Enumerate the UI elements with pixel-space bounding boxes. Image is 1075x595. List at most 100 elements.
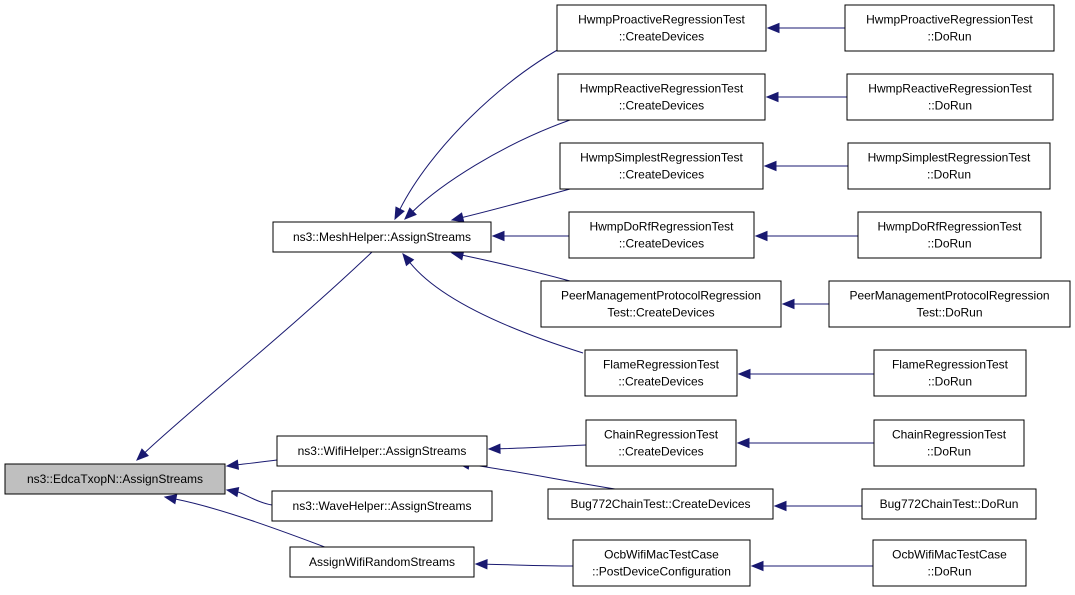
node-box — [547, 488, 774, 520]
edge-peer_run-to-peer_cd — [781, 298, 830, 310]
node-flame-cd[interactable]: FlameRegressionTest::CreateDevices — [584, 349, 738, 397]
node-box — [873, 349, 1027, 397]
edge-hwmp_pro_cd-to-mesh_helper — [394, 42, 571, 221]
arrowhead-icon — [404, 207, 417, 220]
node-label: ns3::MeshHelper::AssignStreams — [293, 230, 471, 244]
edge-chain_cd-to-wifi_helper — [487, 443, 587, 454]
node-ocb-run[interactable]: OcbWifiMacTestCase::DoRun — [872, 539, 1027, 587]
node-label: ::CreateDevices — [619, 237, 704, 251]
arrowhead-icon — [754, 230, 768, 242]
node-label: HwmpDoRfRegressionTest — [877, 220, 1022, 234]
edge-flame_run-to-flame_cd — [737, 368, 875, 380]
node-assign-random[interactable]: AssignWifiRandomStreams — [289, 546, 475, 578]
node-box — [276, 435, 488, 467]
arrowhead-icon — [450, 212, 465, 223]
node-box — [861, 488, 1037, 520]
node-label: PeerManagementProtocolRegression — [561, 289, 761, 303]
arrowhead-icon — [225, 486, 240, 498]
edge-hwmp_dorf_cd-to-mesh_helper — [491, 230, 569, 242]
node-label: ns3::WifiHelper::AssignStreams — [298, 444, 467, 458]
arrowhead-icon — [781, 298, 795, 310]
node-label: ::CreateDevices — [618, 375, 703, 389]
node-label: OcbWifiMacTestCase — [604, 548, 719, 562]
node-hwmp-pro-cd[interactable]: HwmpProactiveRegressionTest::CreateDevic… — [556, 4, 767, 52]
node-label: ::CreateDevices — [618, 445, 703, 459]
node-label: FlameRegressionTest — [603, 358, 720, 372]
node-label: ::DoRun — [927, 168, 971, 182]
node-label: ns3::EdcaTxopN::AssignStreams — [27, 472, 203, 486]
node-label: Test::DoRun — [916, 306, 982, 320]
edge-hwmp_sim_cd-to-mesh_helper — [450, 188, 571, 223]
node-box — [873, 419, 1025, 467]
node-box — [584, 349, 738, 397]
edge-chain_run-to-chain_cd — [736, 437, 874, 449]
edge-line — [412, 119, 571, 212]
node-label: OcbWifiMacTestCase — [892, 548, 1007, 562]
node-box — [556, 4, 767, 52]
arrowhead-icon — [487, 443, 501, 454]
arrowhead-icon — [763, 160, 777, 172]
node-hwmp-pro-run[interactable]: HwmpProactiveRegressionTest::DoRun — [844, 4, 1055, 52]
edge-ocb_run-to-ocb_pdc — [750, 560, 874, 572]
node-flame-run[interactable]: FlameRegressionTest::DoRun — [873, 349, 1027, 397]
node-chain-cd[interactable]: ChainRegressionTest::CreateDevices — [585, 419, 737, 467]
node-root[interactable]: ns3::EdcaTxopN::AssignStreams — [4, 463, 226, 495]
node-box — [559, 142, 764, 190]
node-peer-cd[interactable]: PeerManagementProtocolRegressionTest::Cr… — [540, 280, 782, 328]
arrowhead-icon — [491, 230, 505, 242]
node-hwmp-sim-cd[interactable]: HwmpSimplestRegressionTest::CreateDevice… — [559, 142, 764, 190]
node-ocb-pdc[interactable]: OcbWifiMacTestCase::PostDeviceConfigurat… — [572, 539, 751, 587]
node-chain-run[interactable]: ChainRegressionTest::DoRun — [873, 419, 1025, 467]
node-hwmp-sim-run[interactable]: HwmpSimplestRegressionTest::DoRun — [847, 142, 1051, 190]
node-label: ChainRegressionTest — [892, 428, 1007, 442]
arrowhead-icon — [737, 368, 751, 380]
edge-bug_run-to-bug_cd — [773, 500, 862, 512]
node-label: ::DoRun — [927, 30, 971, 44]
node-hwmp-dorf-run[interactable]: HwmpDoRfRegressionTest::DoRun — [857, 211, 1042, 259]
node-box — [289, 546, 475, 578]
node-wifi-helper[interactable]: ns3::WifiHelper::AssignStreams — [276, 435, 488, 467]
node-label: AssignWifiRandomStreams — [309, 555, 455, 569]
edge-hwmp_pro_run-to-hwmp_pro_cd — [766, 22, 845, 34]
arrowhead-icon — [736, 437, 750, 449]
node-box — [847, 142, 1051, 190]
node-hwmp-dorf-cd[interactable]: HwmpDoRfRegressionTest::CreateDevices — [568, 211, 755, 259]
node-box — [872, 539, 1027, 587]
node-bug-cd[interactable]: Bug772ChainTest::CreateDevices — [547, 488, 774, 520]
node-label: PeerManagementProtocolRegression — [849, 289, 1049, 303]
edge-wave_helper-to-root — [225, 486, 273, 506]
arrowhead-icon — [225, 459, 240, 470]
node-box — [568, 211, 755, 259]
edge-wifi_helper-to-root — [225, 459, 278, 470]
node-label: ::CreateDevices — [619, 168, 704, 182]
edge-line — [462, 254, 571, 282]
node-hwmp-rea-cd[interactable]: HwmpReactiveRegressionTest::CreateDevice… — [557, 73, 766, 121]
edge-line — [237, 459, 278, 466]
node-hwmp-rea-run[interactable]: HwmpReactiveRegressionTest::DoRun — [846, 73, 1054, 121]
arrowhead-icon — [766, 22, 780, 34]
node-label: HwmpProactiveRegressionTest — [866, 13, 1033, 27]
node-label: ns3::WaveHelper::AssignStreams — [293, 499, 472, 513]
arrowhead-icon — [394, 206, 405, 221]
edge-line — [237, 491, 273, 506]
node-label: ::DoRun — [927, 445, 971, 459]
node-mesh-helper[interactable]: ns3::MeshHelper::AssignStreams — [272, 221, 492, 253]
edge-layer — [136, 22, 875, 572]
arrowhead-icon — [402, 252, 415, 267]
node-label: HwmpProactiveRegressionTest — [578, 13, 745, 27]
edge-hwmp_rea_run-to-hwmp_rea_cd — [765, 91, 848, 103]
arrowhead-icon — [474, 559, 488, 570]
node-wave-helper[interactable]: ns3::WaveHelper::AssignStreams — [271, 490, 493, 522]
arrowhead-icon — [765, 91, 779, 103]
edge-line — [175, 498, 331, 550]
edge-mesh_helper-to-root — [136, 251, 373, 461]
edge-peer_cd-to-mesh_helper — [450, 250, 571, 282]
node-label: ::PostDeviceConfiguration — [592, 565, 731, 579]
node-box — [857, 211, 1042, 259]
node-label: ::CreateDevices — [619, 30, 704, 44]
node-bug-run[interactable]: Bug772ChainTest::DoRun — [861, 488, 1037, 520]
node-peer-run[interactable]: PeerManagementProtocolRegressionTest::Do… — [828, 280, 1071, 328]
edge-flame_cd-to-mesh_helper — [402, 252, 584, 354]
node-label: HwmpReactiveRegressionTest — [868, 82, 1032, 96]
